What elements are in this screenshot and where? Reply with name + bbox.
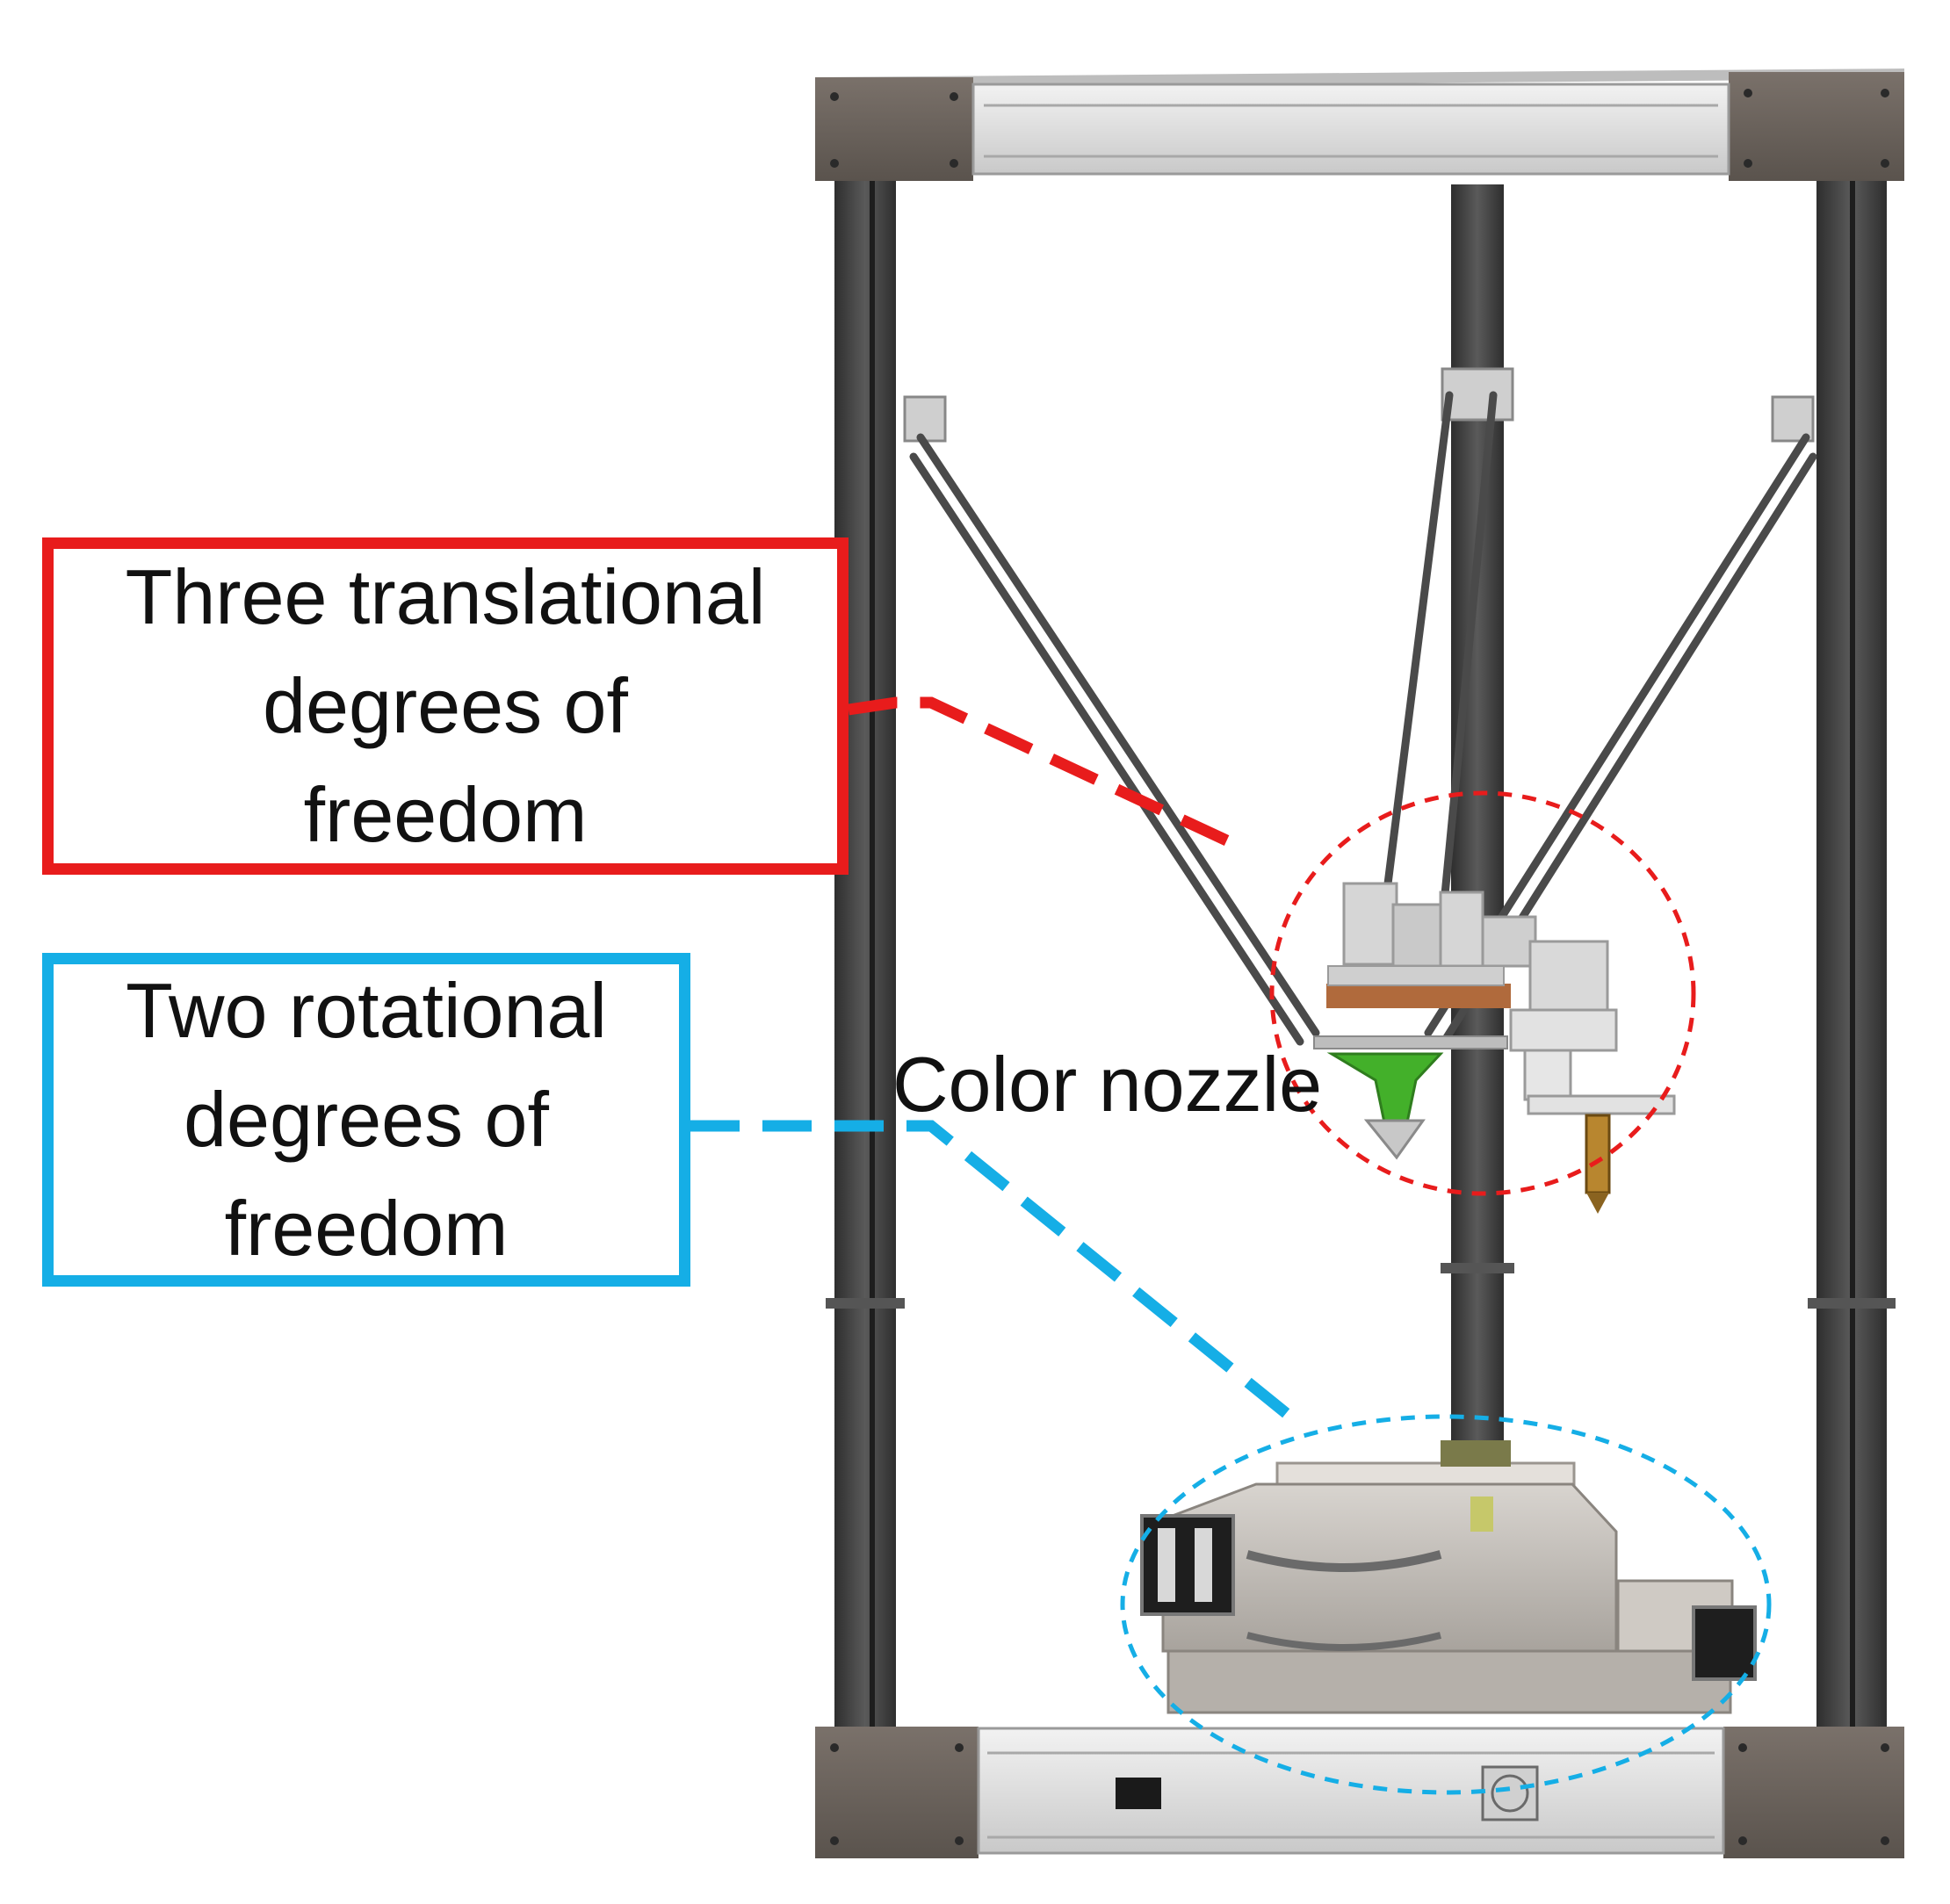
color-nozzle-label: Color nozzle [892, 1041, 1323, 1128]
bottom-left-bracket [815, 1727, 979, 1858]
bottom-right-bracket [1723, 1727, 1904, 1858]
translational-dof-text: Three translational degrees of freedom [125, 553, 766, 858]
motor-left [1140, 1514, 1235, 1616]
top-rail [971, 83, 1730, 176]
nozzle-green-body [1326, 1052, 1444, 1124]
rotary-platform [1140, 1440, 1757, 1714]
bottom-frame [815, 1727, 1904, 1858]
rotational-dof-callout: Two rotational degrees of freedom [42, 953, 690, 1287]
top-right-bracket [1729, 72, 1904, 181]
effector-assembly [1313, 882, 1676, 1214]
bottom-rail [977, 1727, 1725, 1855]
center-carriage [1441, 367, 1514, 422]
left-carriage [903, 395, 947, 443]
hotend [1585, 1114, 1611, 1194]
rotational-dof-text: Two rotational degrees of freedom [126, 967, 607, 1272]
carriages [903, 367, 1815, 443]
left-column [834, 181, 896, 1727]
blue-dashed-ellipse [1120, 1414, 1772, 1795]
blue-leader-line [690, 1120, 1304, 1430]
red-leader-line [848, 696, 1250, 855]
top-left-bracket [815, 77, 973, 181]
translational-dof-callout: Three translational degrees of freedom [42, 537, 849, 875]
motor-right [1692, 1605, 1757, 1681]
red-dashed-ellipse [1269, 790, 1696, 1196]
power-socket [1116, 1778, 1161, 1809]
top-frame [815, 69, 1904, 181]
